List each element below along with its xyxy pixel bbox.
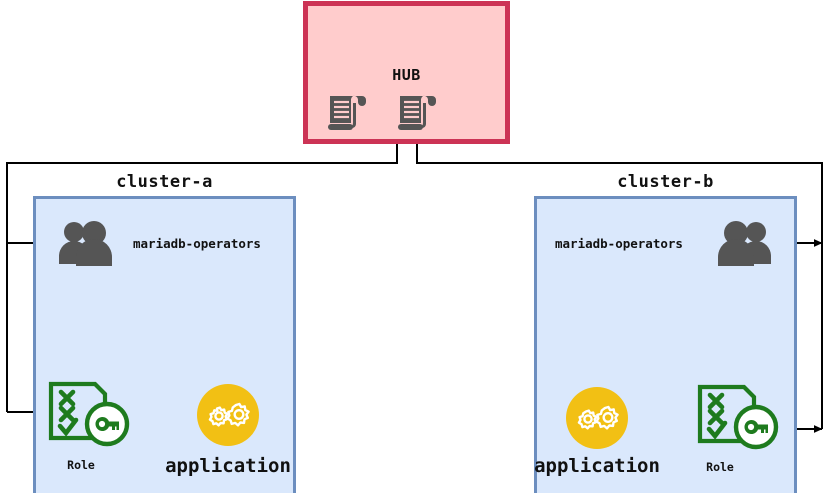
cluster-b-operators-label: mariadb-operators (555, 236, 683, 251)
cluster-a-label: cluster-a (116, 172, 213, 192)
manifest-scroll-icon-2[interactable] (392, 90, 440, 138)
cluster-a-role-icon[interactable] (45, 380, 135, 452)
cluster-a-application-label: application (165, 455, 291, 477)
cluster-b-role-icon[interactable] (694, 383, 784, 455)
hub-box[interactable]: HUB (303, 1, 510, 144)
cluster-b-label: cluster-b (617, 172, 714, 192)
cluster-b-application-label: application (534, 455, 660, 477)
cluster-a-operators-label: mariadb-operators (133, 236, 261, 251)
cluster-a-application-icon[interactable] (196, 383, 260, 447)
cluster-b-role-label: Role (706, 460, 734, 474)
cluster-b-users-icon[interactable] (714, 220, 772, 266)
cluster-b-application-icon[interactable] (565, 386, 629, 450)
cluster-a-users-icon[interactable] (58, 220, 116, 266)
manifest-scroll-icon-1[interactable] (322, 90, 370, 138)
hub-title: HUB (392, 66, 421, 84)
cluster-a-role-label: Role (67, 458, 95, 472)
